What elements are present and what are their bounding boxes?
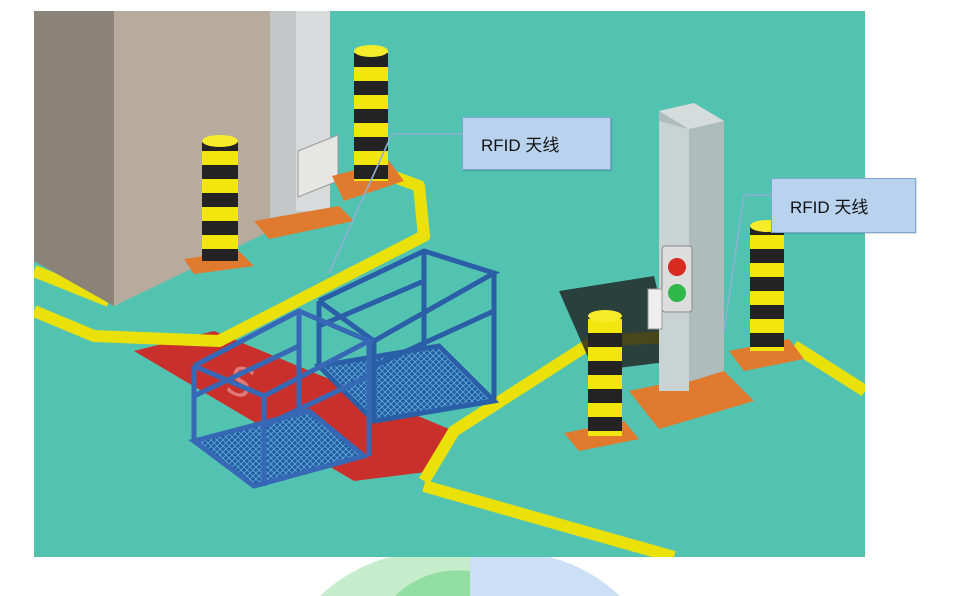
rfid-antenna-callout: RFID 天线 <box>771 178 916 233</box>
rfid-gate-pillar <box>629 103 754 429</box>
bollard <box>564 310 639 451</box>
watermark-logo <box>320 557 620 596</box>
red-floor-zone <box>134 331 454 481</box>
bollard <box>729 220 804 371</box>
green-signal-light <box>668 284 686 302</box>
bollard <box>254 45 404 239</box>
bollard <box>184 135 254 274</box>
callout-leader-lines <box>328 133 771 332</box>
callout-label: RFID 天线 <box>481 136 560 155</box>
rfid-antenna-callout: RFID 天线 <box>462 117 611 170</box>
cage-cart <box>188 308 375 489</box>
cage-cart <box>313 248 501 424</box>
red-signal-light <box>668 258 686 276</box>
rfid-antenna-panel-right <box>647 288 663 330</box>
callout-label: RFID 天线 <box>790 198 869 217</box>
building-side <box>34 11 114 306</box>
warehouse-scene-illustration: S <box>34 11 865 557</box>
